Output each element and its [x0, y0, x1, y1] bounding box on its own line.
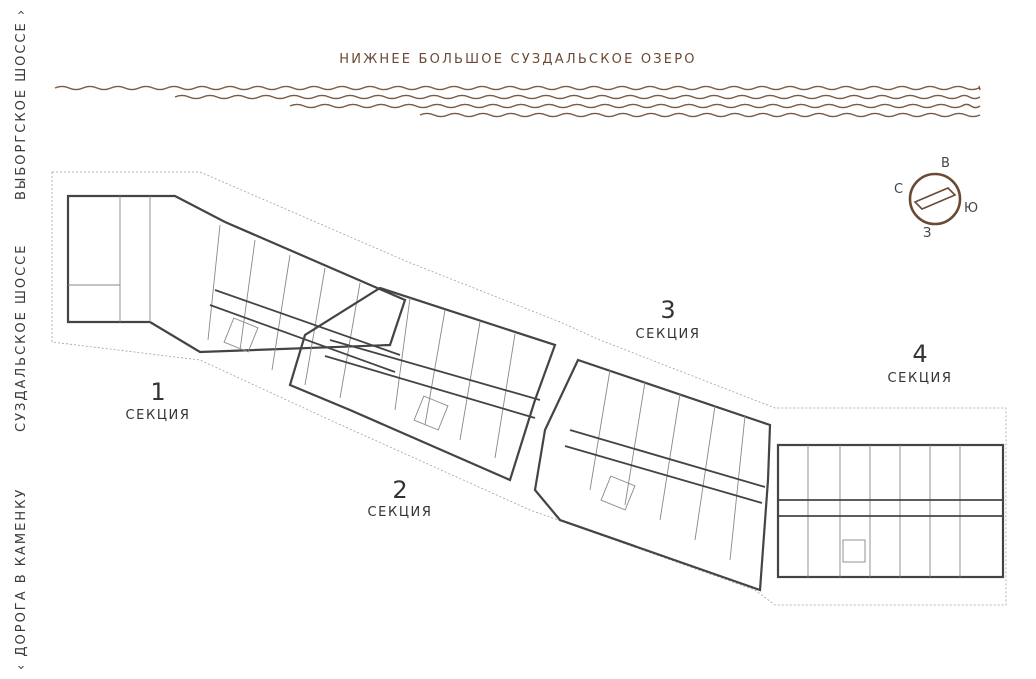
compass-west: З [923, 226, 932, 241]
section-4-label: СЕКЦИЯ [887, 371, 953, 386]
building-section-1 [66, 194, 407, 354]
section-3-partitions [564, 369, 766, 561]
section-4-partitions [778, 445, 1003, 577]
compass-east: В [941, 156, 950, 171]
wave-line [419, 112, 981, 118]
lake-waves [54, 85, 981, 118]
wave-line [174, 94, 981, 100]
lake-title: НИЖНЕЕ БОЛЬШОЕ СУЗДАЛЬСКОЕ ОЗЕРО [339, 52, 697, 67]
section-1-number: 1 [150, 378, 166, 406]
section-3-number: 3 [660, 296, 676, 324]
building-section-3 [533, 358, 772, 592]
wave-line [289, 103, 981, 109]
section-1-label: СЕКЦИЯ [125, 408, 191, 423]
section-2-number: 2 [392, 476, 408, 504]
wave-line [54, 85, 981, 91]
section-4-number: 4 [912, 340, 928, 368]
section-2-partitions [324, 297, 541, 459]
building-section-2 [288, 286, 557, 482]
section-3-label: СЕКЦИЯ [635, 327, 701, 342]
section-2-label: СЕКЦИЯ [367, 505, 433, 520]
site-boundary [51, 171, 1007, 606]
compass-south: Ю [964, 201, 979, 216]
compass-north: С [894, 182, 904, 197]
compass-rose [908, 172, 962, 226]
section-1-partitions [68, 196, 401, 399]
building-section-4 [776, 443, 1005, 579]
